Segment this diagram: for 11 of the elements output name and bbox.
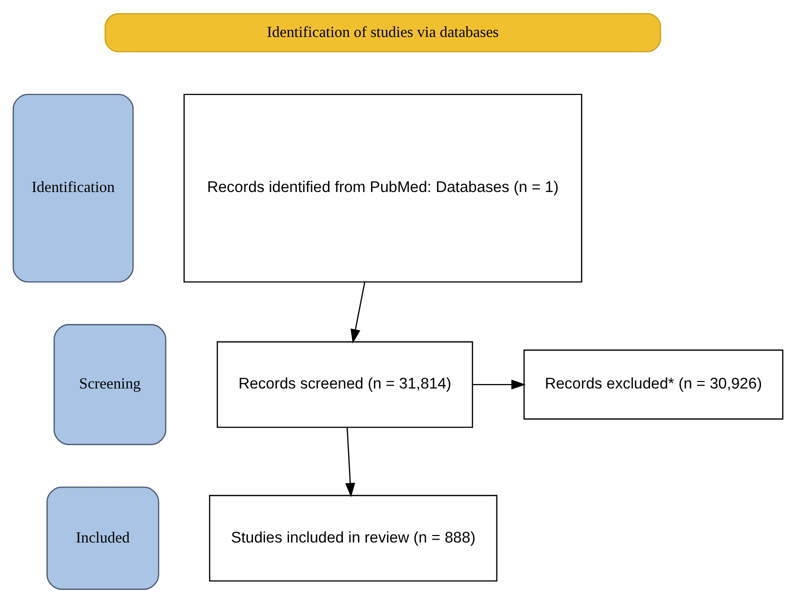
node-box: Screening bbox=[54, 324, 166, 445]
node-box: Records screened (n = 31,814) bbox=[216, 340, 474, 428]
node-box: Studies included in review (n = 888) bbox=[209, 494, 498, 582]
node-box: Identification of studies via databases bbox=[104, 12, 662, 52]
arrow bbox=[472, 379, 526, 390]
arrow bbox=[350, 282, 366, 343]
node-box: Records excluded* (n = 30,926) bbox=[523, 349, 784, 420]
node-box: Included bbox=[46, 486, 160, 590]
node-box: Records identified from PubMed: Databases (n = 1) bbox=[184, 93, 582, 282]
node-box: Identification bbox=[12, 93, 134, 282]
arrow bbox=[345, 426, 356, 497]
